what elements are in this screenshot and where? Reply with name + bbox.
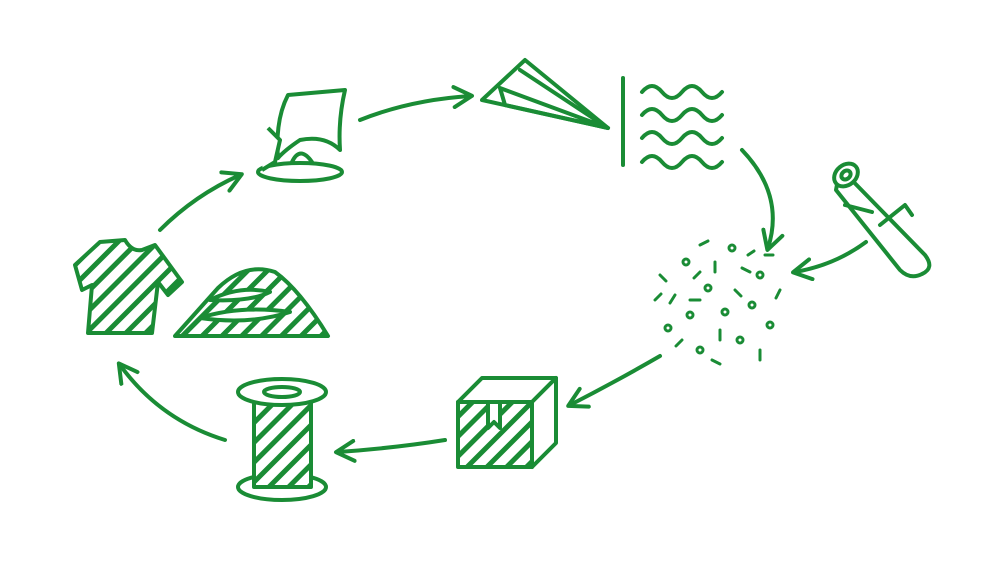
- paper-pulp-vat-icon: [256, 88, 347, 183]
- arrow-spool-to-shirt: [116, 361, 227, 442]
- cycle-arrows: [116, 85, 868, 463]
- thread-spool-icon: [236, 377, 328, 502]
- arrow-fibers-to-particles: [740, 148, 785, 252]
- cardboard-box-icon: [456, 376, 558, 469]
- arrow-shirt-to-vat: [158, 170, 244, 232]
- arrow-particles-to-box: [566, 354, 662, 409]
- textile-pile-icon: [173, 267, 330, 338]
- tshirt-icon: [73, 238, 184, 335]
- wavy-fibers-icon: [621, 76, 724, 170]
- arrow-vat-to-plane: [358, 85, 474, 122]
- particles-icon: [653, 239, 782, 366]
- arrow-box-to-spool: [334, 438, 447, 463]
- paper-plane-icon: [480, 58, 610, 130]
- wood-log-icon: [832, 161, 932, 279]
- arrow-log-to-particles: [791, 240, 868, 282]
